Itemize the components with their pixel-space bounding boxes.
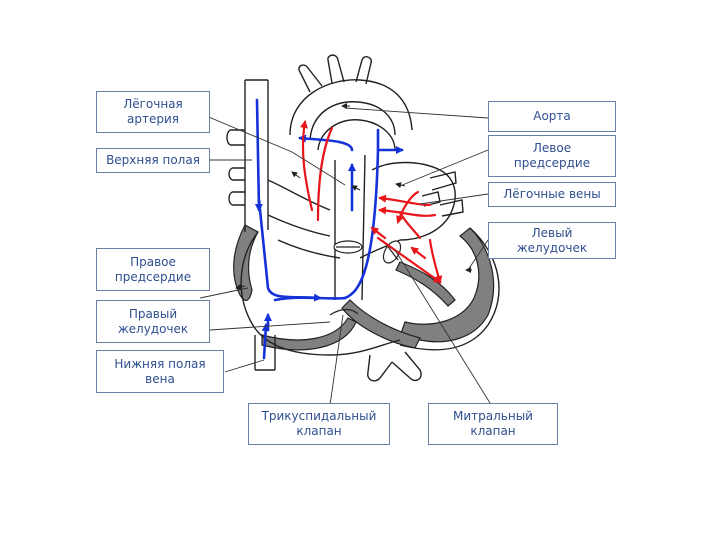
leader-lines [191,107,491,406]
leader-pulmonary-veins [419,193,489,205]
heart-outline [226,54,500,382]
label-pulmonary-veins: Лёгочные вены [488,182,616,207]
leader-right-ventricle [209,321,331,331]
superior-vena-cava-shape [244,80,269,232]
red-arrow-lv-3 [370,226,387,240]
leader-left-ventricle [467,239,489,271]
label-superior-vena-cava: Верхняя полая [96,148,210,173]
label-aorta: Аорта [488,101,616,132]
leader-aorta [344,107,489,119]
red-arrow-lv-4 [410,246,427,260]
label-mitral-valve: Митральный клапан [428,403,558,445]
small-black-arrows [235,103,472,290]
right-ventricle-floor [261,317,357,351]
red-arrow-pv-4 [398,210,422,240]
deoxygenated-flow [254,98,404,360]
label-right-ventricle: Правый желудочек [96,300,210,343]
label-inferior-vena-cava: Нижняя полая вена [96,350,224,393]
blue-arrow-pa-left [298,134,354,152]
leader-mitral-valve [394,249,491,404]
pulmonary-trunk-shape [317,119,396,151]
blue-arrow-ra [273,296,347,302]
blue-arrow-ivc [261,323,270,360]
leader-inferior-vena-cava [224,359,265,373]
blue-arrow-rv-up [343,128,380,300]
red-arrow-lv-2 [428,238,443,284]
red-arrow-aorta-top [316,126,334,222]
left-ventricle-wall [399,227,495,343]
label-left-atrium: Левое предсердие [488,135,616,177]
red-arrow-aorta-left [300,120,314,212]
label-left-ventricle: Левый желудочек [488,222,616,259]
label-right-atrium: Правое предсердие [96,248,210,291]
tricuspid-valve-shape [329,309,359,316]
inferior-vena-cava-shape [254,335,276,371]
red-arrow-pv-2 [378,206,437,217]
left-ventricle-inner [395,261,456,307]
aortic-arch-shape [289,79,413,136]
leader-left-atrium [399,149,489,187]
label-pulmonary-artery: Лёгочная артерия [96,91,210,133]
leader-right-atrium [199,287,249,299]
oxygenated-flow [300,120,443,284]
red-arrow-pv-3 [396,190,420,224]
label-tricuspid-valve: Трикуспидальный клапан [248,403,390,445]
right-heart-wall [233,224,259,302]
leader-pulmonary-artery-2 [291,151,346,186]
red-arrow-lv-1 [376,236,442,284]
blue-arrow-svc [254,98,263,212]
leader-tricuspid-valve [329,314,344,406]
